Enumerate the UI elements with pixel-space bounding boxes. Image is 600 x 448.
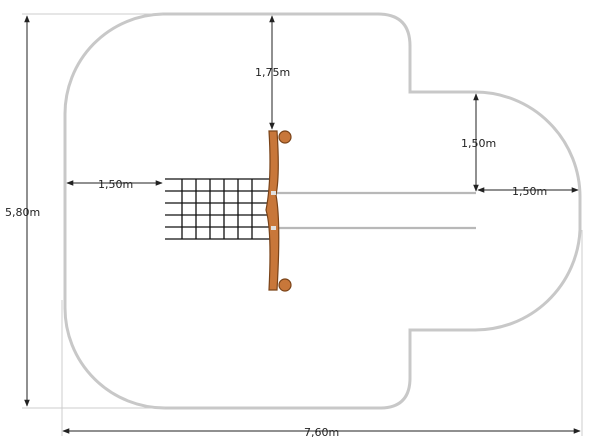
label-right-vertical: 1,50m bbox=[461, 137, 496, 150]
safety-zone-outline bbox=[63, 12, 582, 410]
label-overall-height: 5,80m bbox=[5, 206, 40, 219]
label-top-clearance: 1,75m bbox=[255, 66, 290, 79]
label-left-clearance: 1,50m bbox=[98, 178, 133, 191]
rope-anchor-top bbox=[271, 191, 276, 195]
post-cap-bottom bbox=[278, 278, 292, 292]
rope-lines bbox=[276, 191, 476, 230]
post-cap-top bbox=[278, 130, 292, 144]
wooden-post bbox=[265, 130, 280, 291]
label-right-horizontal: 1,50m bbox=[512, 185, 547, 198]
label-overall-width: 7,60m bbox=[304, 426, 339, 439]
climbing-net bbox=[165, 178, 270, 240]
rope-anchor-bottom bbox=[271, 226, 276, 230]
